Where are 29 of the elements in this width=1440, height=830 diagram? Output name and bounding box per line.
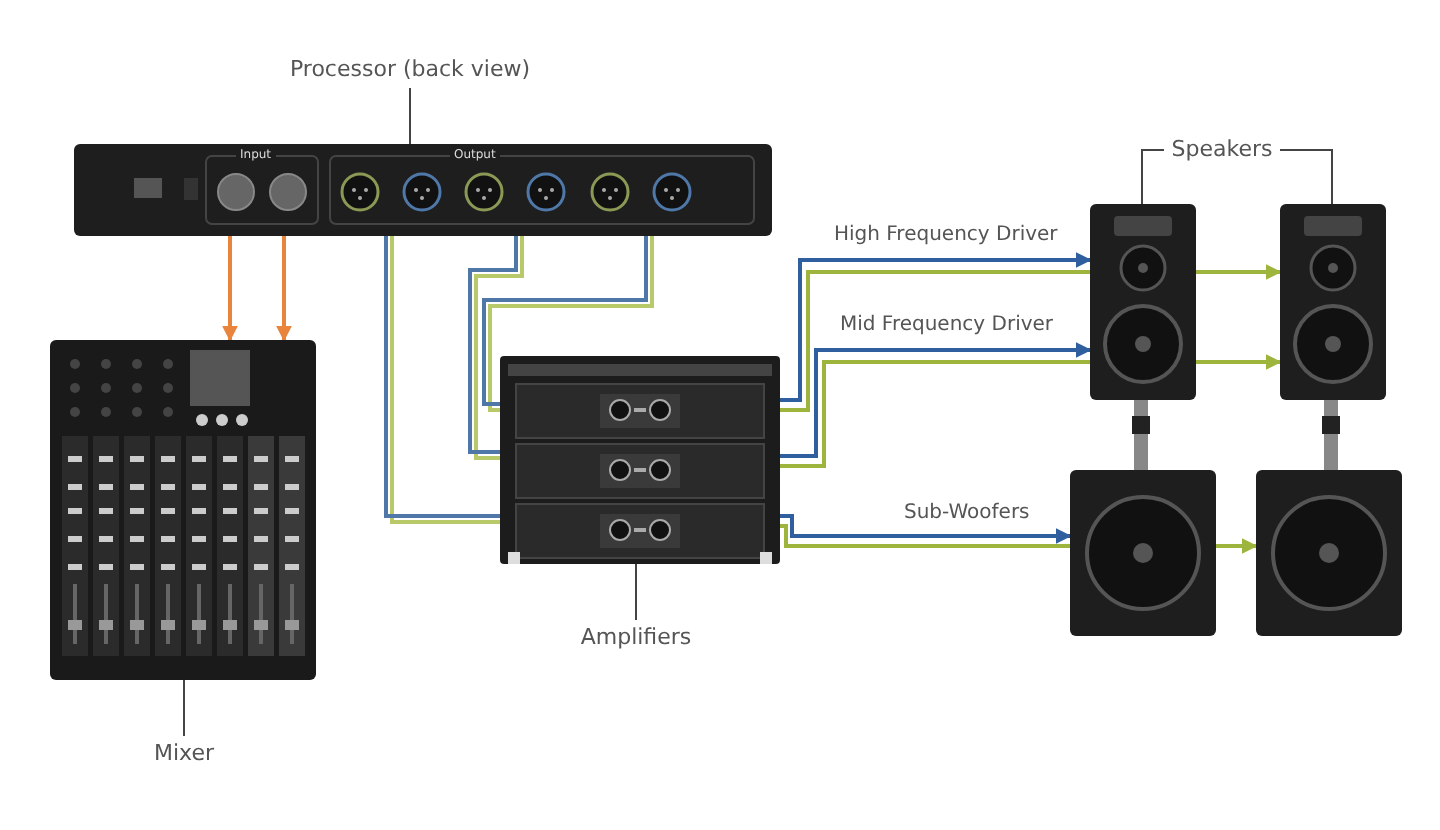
subwoofer-drawing [1256,470,1402,636]
leader-line [1279,149,1333,205]
caption-text: Amplifiers [556,620,716,656]
amplifier-rack-drawing [500,356,780,564]
edge-label: Mid Frequency Driver [836,312,1058,338]
caption-text: Mixer [124,736,244,772]
arrow [1216,538,1258,554]
caption-text: Speakers [1164,132,1280,168]
speaker-drawing [1280,204,1386,400]
arrow [780,252,1092,402]
leader-line [183,679,185,737]
leader-line [1141,149,1165,205]
subwoofer-drawing [1070,470,1216,636]
arrow [222,236,238,342]
arrow [1196,264,1282,280]
edge-label: High Frequency Driver [830,222,1062,248]
processor-drawing [74,144,772,236]
leader-line [409,87,411,145]
leader-line [635,563,637,621]
arrow [780,342,1092,458]
caption-text: Processor (back view) [240,52,580,88]
arrow [276,236,292,342]
cable-line [780,524,1070,548]
cable-line [780,270,1090,412]
cable-line [780,360,1090,468]
speaker-drawing [1090,204,1196,400]
arrow [1196,354,1282,370]
mixer-drawing [50,340,316,680]
arrow [780,514,1072,544]
